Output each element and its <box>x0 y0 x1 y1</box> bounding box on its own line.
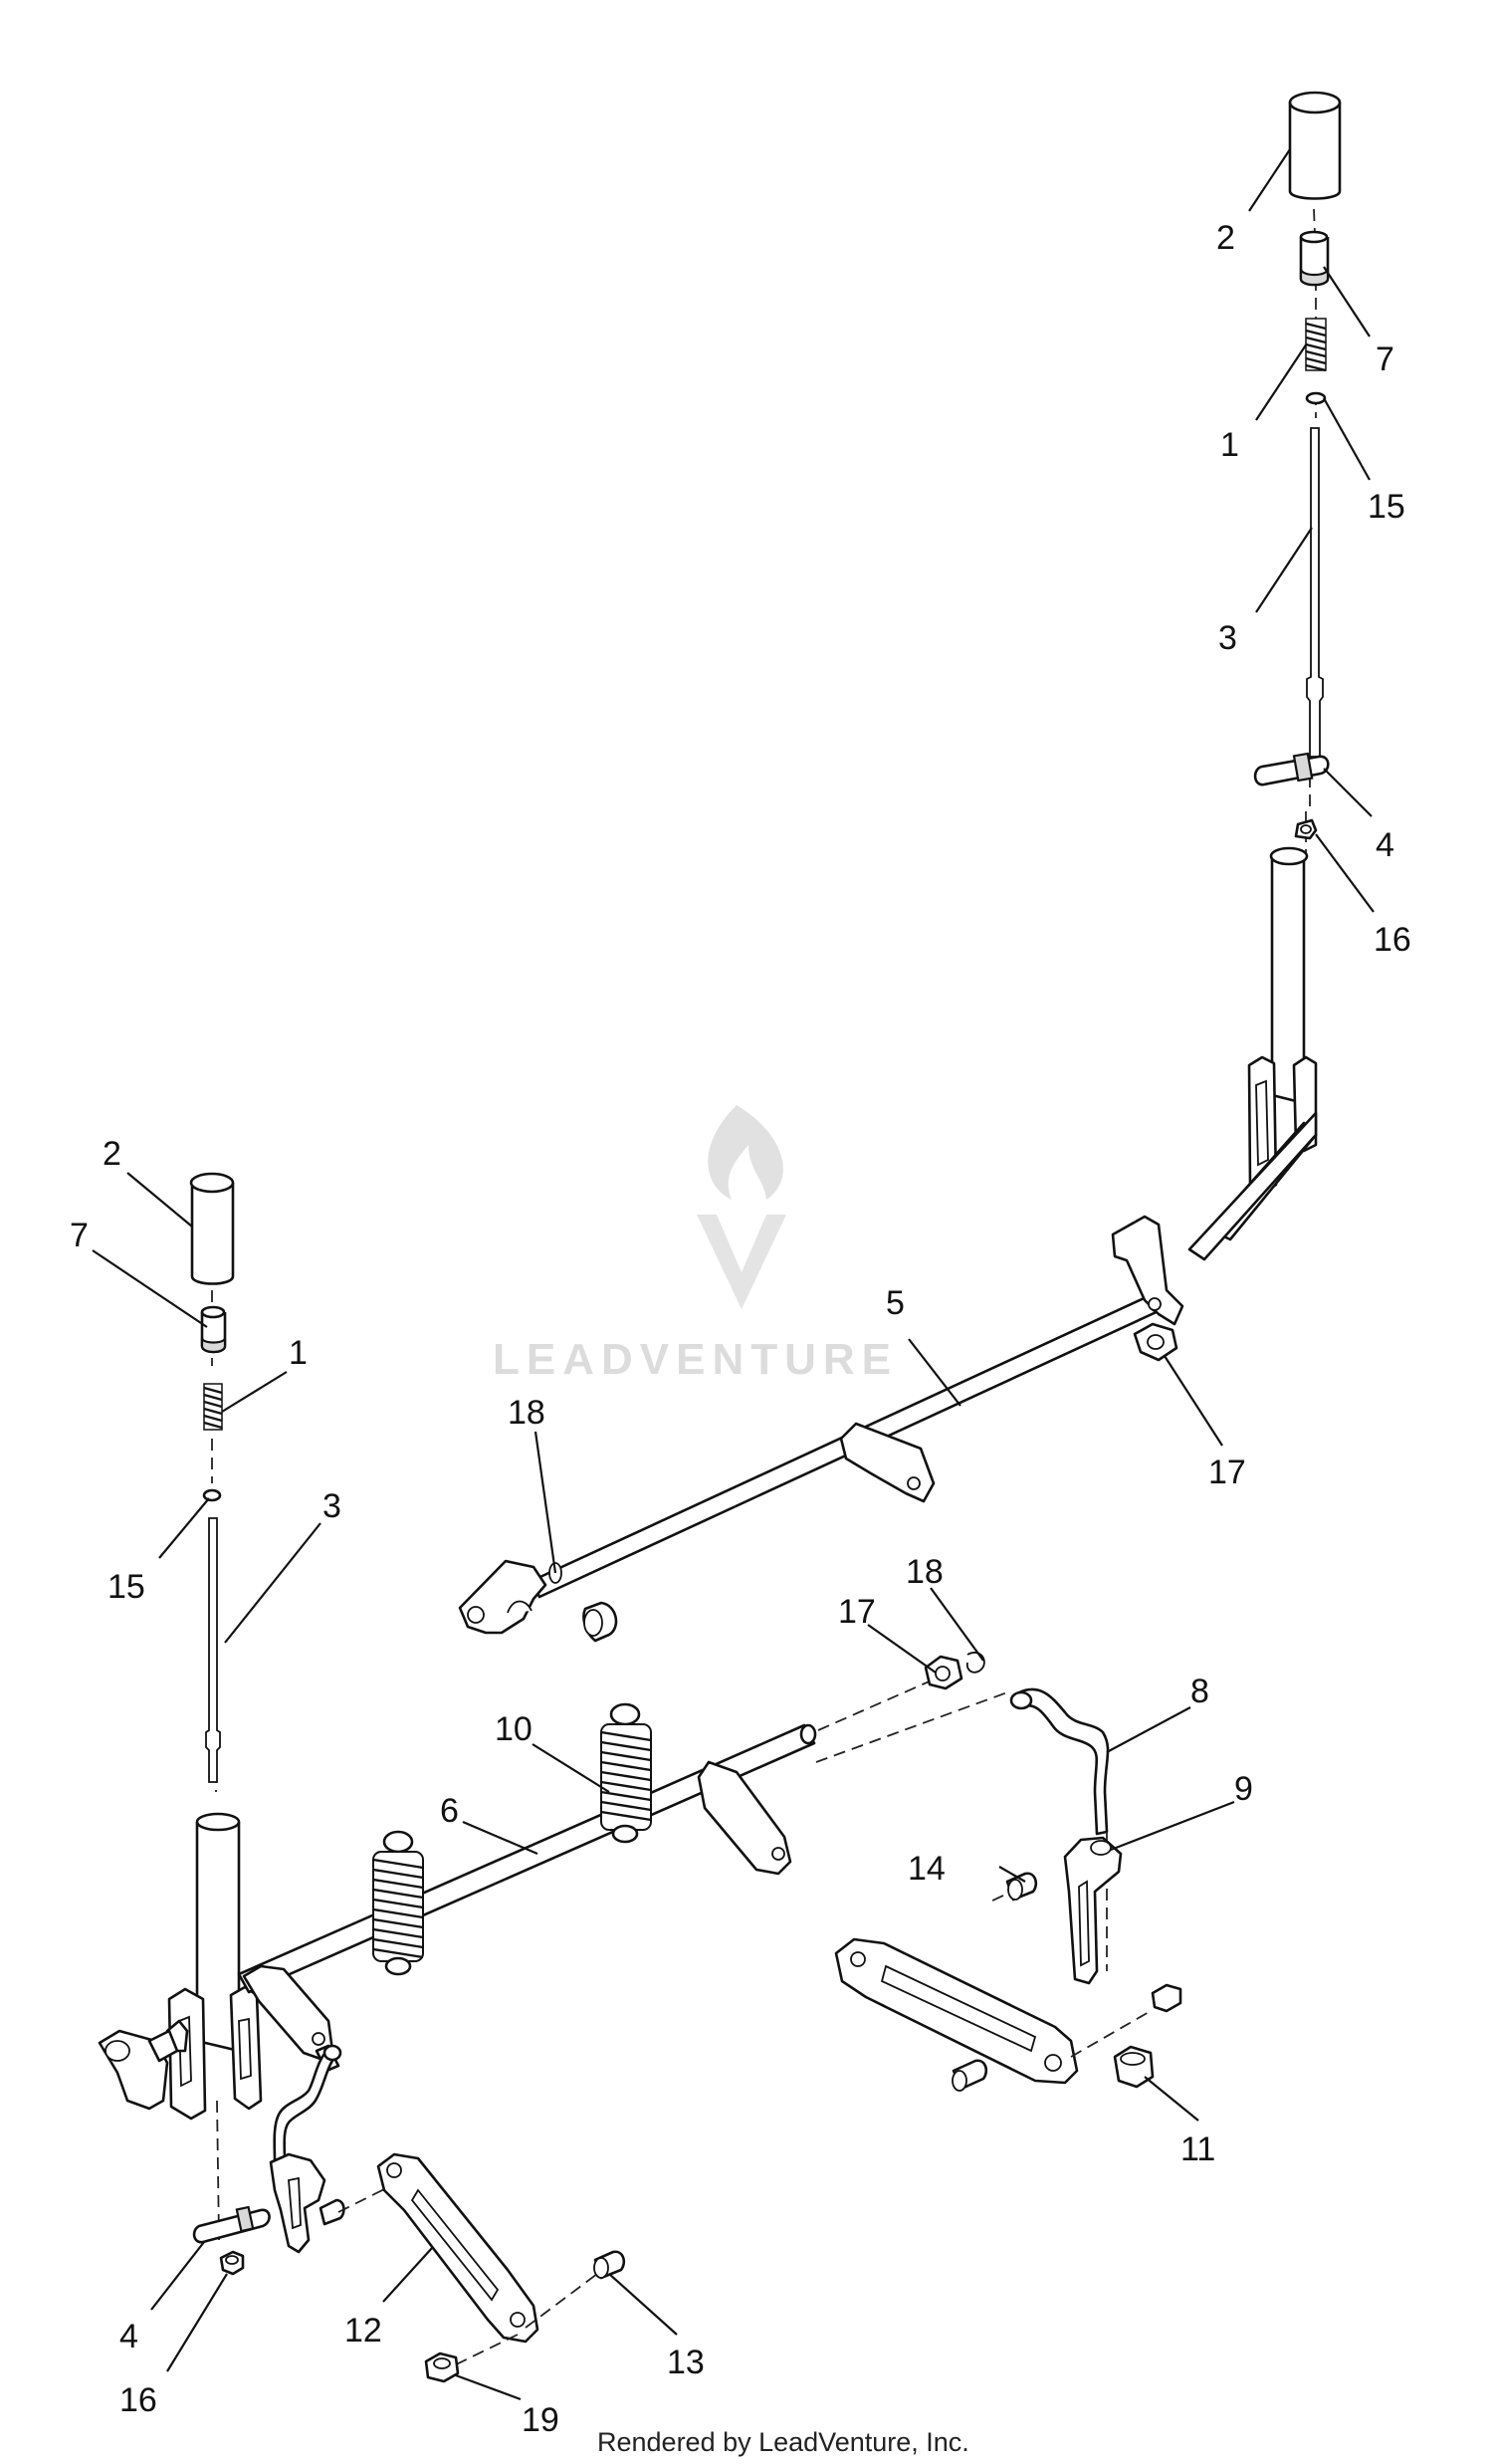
nut-17-center <box>924 1655 963 1690</box>
pin-left <box>192 2205 271 2244</box>
pin-right <box>1253 752 1330 786</box>
callout-bracket-12: 12 <box>344 2312 382 2350</box>
nut-11 <box>1113 2045 1155 2089</box>
nut-right <box>1294 818 1318 840</box>
callout-left-7: 7 <box>70 1217 89 1254</box>
pin-13 <box>593 2250 626 2280</box>
watermark-text: LEADVENTURE <box>493 1335 898 1384</box>
link-bracket-right <box>834 1937 1079 2085</box>
callout-nut-17-center: 17 <box>838 1593 876 1631</box>
link-bracket-12 <box>376 2152 539 2344</box>
washer-right <box>1305 391 1327 405</box>
lift-tube-right <box>1187 846 1318 1261</box>
lift-tube-left <box>98 1812 263 2121</box>
washer-left <box>202 1488 222 1502</box>
spring-extension-left <box>372 1830 424 1976</box>
lift-shaft-lower <box>237 1723 817 2073</box>
callout-left-4: 4 <box>119 2318 138 2355</box>
callout-link-8: 8 <box>1190 1673 1209 1710</box>
nut-small-right <box>1151 1983 1182 2013</box>
callout-shaft-6: 6 <box>440 1792 459 1830</box>
callout-pin-13: 13 <box>667 2344 705 2381</box>
callout-right-3: 3 <box>1218 619 1237 657</box>
callout-nut-11: 11 <box>1180 2130 1215 2168</box>
callout-right-16: 16 <box>1374 921 1411 959</box>
callout-right-4: 4 <box>1376 826 1394 864</box>
rod-left <box>205 1517 221 1783</box>
bushing-loose <box>582 1601 618 1643</box>
callout-nut-19: 19 <box>522 2401 559 2439</box>
pin-14 <box>1005 1872 1038 1902</box>
bracket-left-lower <box>269 2152 345 2254</box>
slotted-bracket-9 <box>1063 1836 1123 1985</box>
left-lift-assembly <box>98 1172 263 2241</box>
leadventure-watermark: LEADVENTURE <box>493 1105 898 1384</box>
callout-clip-18-center: 18 <box>906 1553 944 1591</box>
spring-extension-right <box>600 1702 652 1844</box>
clip-18-center <box>965 1652 985 1674</box>
callout-left-1: 1 <box>289 1334 308 1372</box>
callout-right-15: 15 <box>1368 488 1405 526</box>
nut-17-right <box>1133 1322 1178 1362</box>
callout-spring-10: 10 <box>495 1710 533 1748</box>
chevron-logo-icon <box>697 1215 786 1309</box>
callout-right-7: 7 <box>1376 340 1394 378</box>
callout-left-15: 15 <box>107 1568 145 1606</box>
link-rod-left <box>273 2044 342 2162</box>
callout-left-2: 2 <box>103 1135 121 1173</box>
spring-small-right <box>1305 318 1327 372</box>
handle-grip-right <box>1288 91 1342 200</box>
callout-right-1: 1 <box>1220 426 1239 464</box>
callout-left-3: 3 <box>322 1487 341 1525</box>
callout-clip-18-left: 18 <box>508 1394 545 1432</box>
button-left <box>200 1305 227 1354</box>
nut-19 <box>424 2352 460 2383</box>
callout-shaft-5: 5 <box>886 1284 905 1322</box>
callout-labels: 2 7 1 15 3 4 16 5 17 18 2 7 1 15 3 18 17… <box>70 219 1411 2439</box>
handle-grip-left <box>189 1172 235 1285</box>
callout-left-16: 16 <box>119 2381 157 2419</box>
leader-lines <box>92 148 1375 2401</box>
button-right <box>1299 230 1330 287</box>
rod-right <box>1306 427 1324 758</box>
right-lift-assembly <box>1187 91 1342 1261</box>
link-rod-8 <box>1009 1687 1110 1836</box>
callout-pin-14: 14 <box>908 1850 946 1888</box>
callout-nut-17-right: 17 <box>1208 1454 1246 1491</box>
footer-credit: Rendered by LeadVenture, Inc. <box>597 2427 969 2457</box>
lift-shaft-upper <box>458 1215 1184 1643</box>
pin-lower-right <box>952 2059 988 2092</box>
flame-logo-icon <box>708 1105 783 1200</box>
callout-bracket-9: 9 <box>1234 1770 1253 1808</box>
spring-small-left <box>203 1383 223 1431</box>
callout-right-2: 2 <box>1216 219 1235 257</box>
nut-left <box>219 2250 245 2276</box>
